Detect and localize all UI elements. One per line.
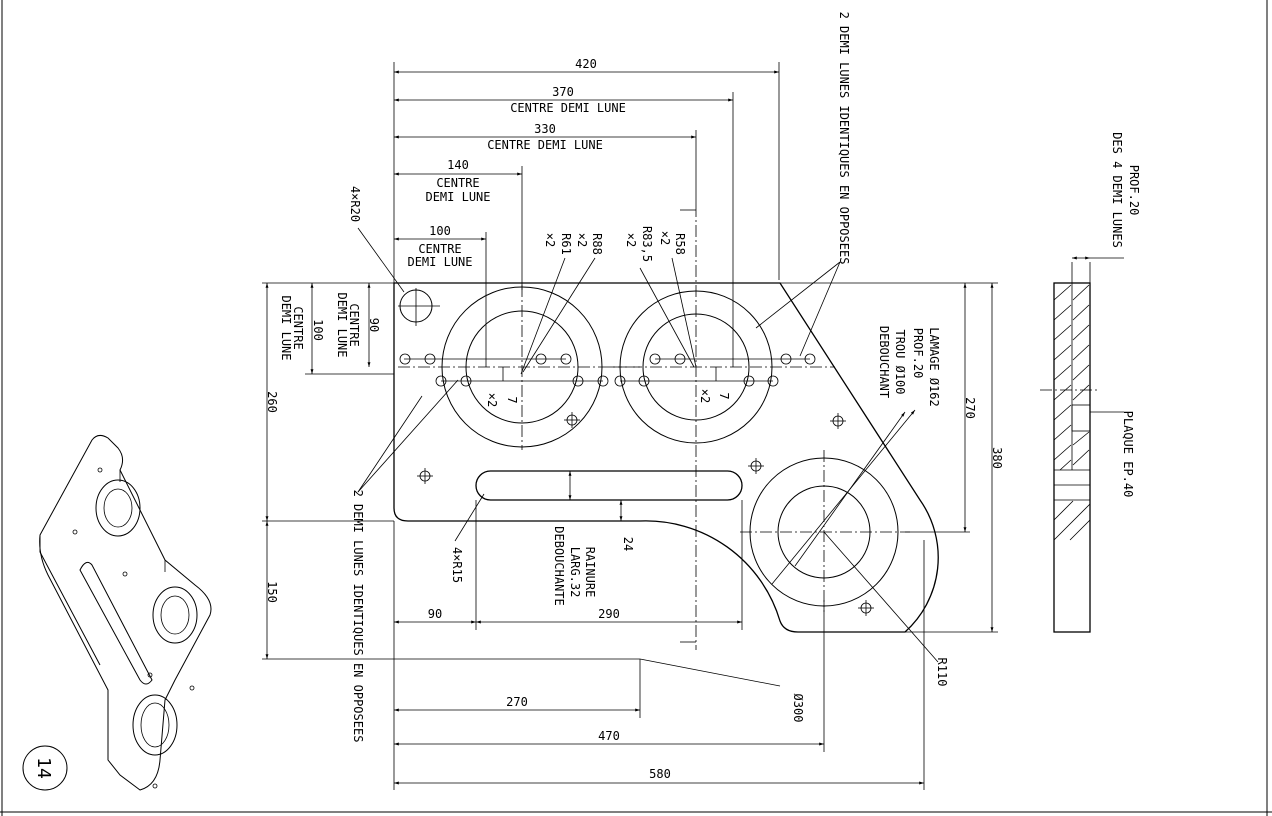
label-demi-lune-90v: DEMI LUNE bbox=[335, 292, 349, 357]
label-centre-demi-lune-370: CENTRE DEMI LUNE bbox=[510, 101, 626, 115]
count-x2-right: ×2 bbox=[698, 389, 712, 403]
label-demi-lune-140: DEMI LUNE bbox=[425, 190, 490, 204]
dim-140: 140 bbox=[447, 158, 469, 172]
label-demi-lune-100v: DEMI LUNE bbox=[279, 295, 293, 360]
dim-370: 370 bbox=[552, 85, 574, 99]
label-4xr15: 4×R15 bbox=[450, 547, 464, 583]
page-number: 14 bbox=[33, 757, 54, 779]
label-rainure: RAINURE bbox=[583, 547, 597, 598]
label-demi-lune-100: DEMI LUNE bbox=[407, 255, 472, 269]
label-r58: R58 bbox=[673, 233, 687, 255]
dim-90-horizontal: 90 bbox=[428, 607, 442, 621]
leader-lines bbox=[357, 227, 841, 687]
dim-7-left: 7 bbox=[505, 396, 519, 403]
dim-100-vertical: 100 bbox=[311, 319, 325, 341]
half-moon-end-holes bbox=[399, 353, 816, 387]
label-d300: Ø300 bbox=[791, 694, 805, 723]
label-r88: R88 bbox=[590, 233, 604, 255]
side-section-view: PROF.20 DES 4 DEMI LUNES PLAQUE EP.40 bbox=[1040, 132, 1141, 633]
dim-100: 100 bbox=[429, 224, 451, 238]
label-r83: R83,5 bbox=[640, 226, 654, 262]
rainure-slot bbox=[475, 470, 743, 501]
label-prof-20: PROF.20 bbox=[911, 328, 925, 379]
dimension-texts: 420 370 CENTRE DEMI LUNE 330 CENTRE DEMI… bbox=[265, 12, 1004, 781]
label-centre-demi-lune-330: CENTRE DEMI LUNE bbox=[487, 138, 603, 152]
dim-150: 150 bbox=[265, 581, 279, 603]
label-centre-100v: CENTRE bbox=[291, 306, 305, 349]
counterbore-hole bbox=[740, 409, 939, 663]
label-centre-100: CENTRE bbox=[418, 242, 461, 256]
label-lamage: LAMAGE Ø162 bbox=[927, 327, 941, 406]
left-half-moon-group bbox=[398, 285, 640, 450]
label-r61-x2: ×2 bbox=[543, 233, 557, 247]
label-4xr20: 4×R20 bbox=[348, 186, 362, 222]
label-debouchante: DEBOUCHANTE bbox=[552, 526, 566, 605]
label-demi-lunes-left: 2 DEMI LUNES IDENTIQUES EN OPPOSEES bbox=[351, 490, 365, 743]
label-prof-20-side: PROF.20 bbox=[1127, 165, 1141, 216]
page-number-badge: 14 bbox=[22, 745, 68, 791]
label-centre-140: CENTRE bbox=[436, 176, 479, 190]
plate-outline bbox=[393, 282, 939, 633]
dim-290: 290 bbox=[598, 607, 620, 621]
isometric-view bbox=[39, 434, 212, 791]
label-demi-lunes-right: 2 DEMI LUNES IDENTIQUES EN OPPOSEES bbox=[837, 12, 851, 265]
dim-580: 580 bbox=[649, 767, 671, 781]
count-x2-left: ×2 bbox=[485, 393, 499, 407]
dim-24: 24 bbox=[621, 537, 635, 551]
label-debouchant: DEBOUCHANT bbox=[877, 326, 891, 398]
fixing-holes bbox=[398, 288, 874, 616]
label-r83-x2: ×2 bbox=[624, 233, 638, 247]
label-r110: R110 bbox=[935, 658, 949, 687]
label-centre-90v: CENTRE bbox=[347, 303, 361, 346]
dimension-lines bbox=[262, 62, 998, 790]
dim-420: 420 bbox=[575, 57, 597, 71]
label-r58-x2: ×2 bbox=[658, 231, 672, 245]
label-plaque-ep-40: PLAQUE EP.40 bbox=[1121, 411, 1135, 498]
label-larg-32: LARG.32 bbox=[568, 547, 582, 598]
label-des-4-demi-lunes: DES 4 DEMI LUNES bbox=[1110, 132, 1124, 248]
dim-380: 380 bbox=[990, 447, 1004, 469]
dim-330: 330 bbox=[534, 122, 556, 136]
dim-270-horizontal: 270 bbox=[506, 695, 528, 709]
dim-270-vertical: 270 bbox=[963, 397, 977, 419]
label-r88-x2: ×2 bbox=[575, 233, 589, 247]
dim-470: 470 bbox=[598, 729, 620, 743]
dim-90-vertical: 90 bbox=[367, 318, 381, 332]
dim-260: 260 bbox=[265, 391, 279, 413]
right-half-moon-group bbox=[610, 205, 835, 650]
label-r61: R61 bbox=[559, 233, 573, 255]
label-trou: TROU Ø100 bbox=[893, 329, 907, 394]
dim-7-right: 7 bbox=[717, 392, 731, 399]
